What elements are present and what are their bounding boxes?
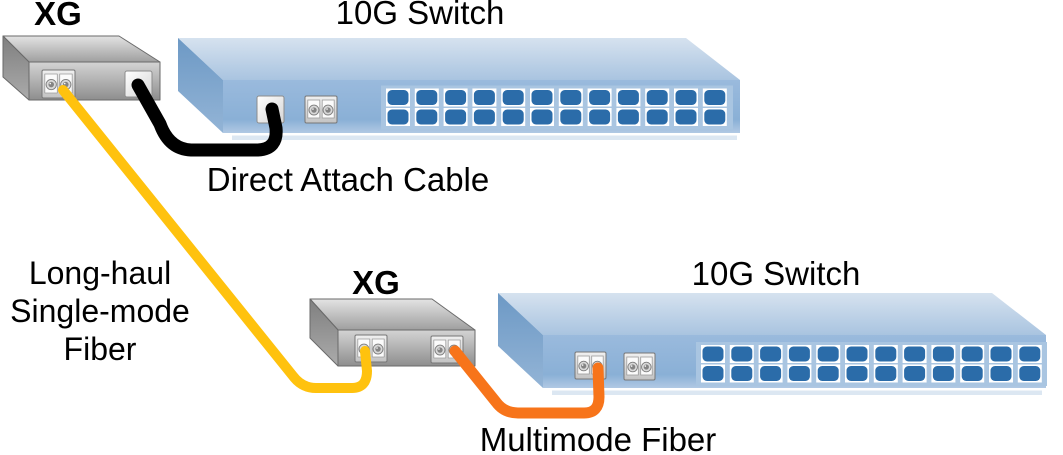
rj45-port <box>704 90 726 105</box>
lc-ferrule-highlight <box>581 364 584 366</box>
lc-ferrule <box>375 346 381 352</box>
switch-top-side-face <box>178 38 223 133</box>
rj45-port <box>387 90 409 105</box>
rj45-port <box>445 109 467 125</box>
multimode-fiber-label: Multimode Fiber <box>479 421 717 455</box>
rj45-port <box>904 346 926 362</box>
switch-top-ports <box>381 85 733 130</box>
rj45-port <box>788 366 810 381</box>
rj45-port <box>473 109 495 125</box>
multimode-fiber-cable <box>449 345 605 419</box>
port-panel <box>696 342 1047 386</box>
switch-top-label: 10G Switch <box>335 0 505 31</box>
lc-ferrule <box>581 363 587 369</box>
switch-bottom-device <box>498 293 1047 395</box>
rj45-port <box>675 109 697 125</box>
rj45-port <box>560 109 582 125</box>
switch-bottom-reflection <box>552 390 1042 395</box>
single-mode-fiber-cable <box>58 85 372 393</box>
lc-ferrule-highlight <box>644 365 647 367</box>
switch-bottom-label: 10G Switch <box>691 255 861 292</box>
rj45-port <box>646 109 668 125</box>
rj45-port <box>760 366 782 381</box>
rj45-port <box>617 90 639 105</box>
switch-top-reflection <box>232 135 737 140</box>
rj45-port <box>502 109 524 125</box>
switch-bottom-side-face <box>498 293 543 388</box>
rj45-port <box>961 366 983 381</box>
rj45-port <box>531 109 553 125</box>
rj45-port <box>502 90 524 105</box>
xg-top-top-face <box>2 35 161 63</box>
rj45-port <box>704 109 726 125</box>
rj45-port <box>990 346 1012 362</box>
rj45-port <box>702 366 724 381</box>
switch-top-device <box>178 38 740 140</box>
rj45-port <box>416 90 438 105</box>
lc-ferrule <box>643 364 649 370</box>
xg-top-label: XG <box>34 0 82 32</box>
rj45-port <box>731 366 753 381</box>
xg-bottom-label: XG <box>352 264 400 301</box>
rj45-port <box>817 346 839 362</box>
xg-bottom-top-face <box>309 298 476 331</box>
rj45-port <box>875 366 897 381</box>
lc-duplex-port <box>354 334 388 363</box>
lc-ferrule <box>325 107 331 113</box>
rj45-port <box>531 90 553 105</box>
rj45-port <box>875 346 897 362</box>
rj45-port <box>473 90 495 105</box>
rj45-port <box>589 109 611 125</box>
lc-ferrule-highlight <box>49 82 52 85</box>
rj45-port <box>416 109 438 125</box>
rj45-port <box>990 366 1012 381</box>
single-mode-fiber-label-line2: Single-mode <box>10 293 190 329</box>
lc-ferrule-highlight <box>630 365 633 367</box>
rj45-port <box>589 90 611 105</box>
rj45-port <box>932 346 954 362</box>
rj45-port <box>675 90 697 105</box>
rj45-port <box>932 366 954 381</box>
switch-bottom-ports <box>696 342 1047 386</box>
rj45-port <box>1019 346 1041 362</box>
rj45-port <box>846 366 868 381</box>
rj45-port <box>788 346 810 362</box>
lc-ferrule <box>630 364 636 370</box>
lc-ferrule-highlight <box>438 348 440 350</box>
rj45-port <box>846 346 868 362</box>
lc-ferrule-highlight <box>63 82 66 85</box>
switch-bottom-top-face <box>498 293 1046 335</box>
single-mode-fiber-label-line3: Fiber <box>63 331 137 367</box>
lc-ferrule <box>311 107 317 113</box>
lc-duplex-port <box>623 352 656 381</box>
rj45-port <box>731 346 753 362</box>
switch-top-top-face <box>178 38 740 80</box>
rj45-port <box>387 109 409 125</box>
direct-attach-cable-label: Direct Attach Cable <box>206 161 490 198</box>
xg-bottom-device <box>309 298 476 367</box>
rj45-port <box>445 90 467 105</box>
rj45-port <box>646 90 668 105</box>
lc-ferrule-highlight <box>312 108 314 110</box>
rj45-port <box>702 346 724 362</box>
lc-ferrule <box>48 81 55 88</box>
single-mode-fiber-label: Long-haul Single-mode Fiber <box>0 254 200 368</box>
lc-ferrule-highlight <box>326 108 328 110</box>
rj45-port <box>560 90 582 105</box>
rj45-port <box>1019 366 1041 381</box>
single-mode-fiber-label-line1: Long-haul <box>28 255 172 291</box>
rj45-port <box>817 366 839 381</box>
rj45-port <box>617 109 639 125</box>
lc-duplex-port <box>304 95 338 124</box>
lc-ferrule-highlight <box>376 347 378 349</box>
direct-attach-cable <box>131 78 283 157</box>
rj45-port <box>904 366 926 381</box>
lc-ferrule <box>437 347 443 353</box>
rj45-port <box>961 346 983 362</box>
rj45-port <box>760 346 782 362</box>
